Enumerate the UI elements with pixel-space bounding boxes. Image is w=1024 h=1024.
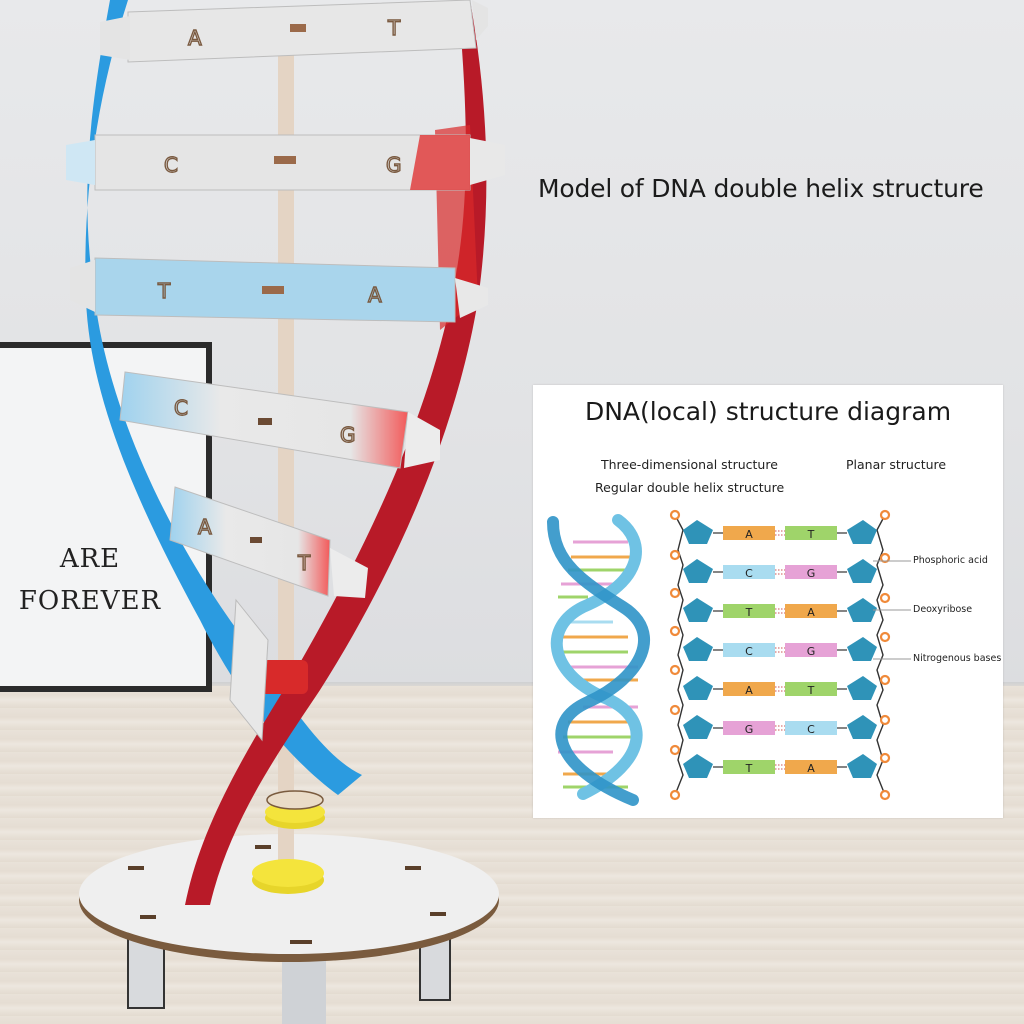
deoxyribose-right-icon [847,637,877,661]
diagram-title: DNA(local) structure diagram [584,397,952,426]
deoxyribose-left-icon [683,559,713,583]
deoxyribose-left-icon [683,598,713,622]
svg-text:A: A [745,528,753,541]
label-nitrogenous-bases: Nitrogenous bases [913,653,1002,664]
base-left [723,565,775,579]
svg-text:T: T [745,762,753,775]
deoxyribose-right-icon [847,598,877,622]
deoxyribose-right-icon [847,676,877,700]
base-right [785,526,837,540]
base-right [785,682,837,696]
model-rung-1-right: T [387,16,401,40]
deoxyribose-left-icon [683,520,713,544]
label-phosphoric-acid: Phosphoric acid [913,555,988,566]
double-helix-illustration [547,514,650,806]
svg-text:T: T [807,528,815,541]
svg-text:G: G [807,567,816,580]
model-rung-4 [119,371,440,469]
model-rung-2-left: C [164,153,178,177]
svg-text:A: A [745,684,753,697]
svg-text:G: G [745,723,754,736]
deoxyribose-left-icon [683,637,713,661]
base-left [723,643,775,657]
dna-structure-diagram-card: DNA(local) structure diagram Three-dimen… [533,385,1003,818]
svg-text:C: C [745,645,753,658]
blue-strand [85,0,362,795]
base-right [785,643,837,657]
subtitle-planar-structure: Planar structure [846,457,947,472]
svg-text:A: A [807,606,815,619]
deoxyribose-right-icon [847,715,877,739]
svg-text:C: C [807,723,815,736]
deoxyribose-left-icon [683,715,713,739]
model-rung-3-right: A [368,283,382,307]
model-rung-1-left: A [188,26,202,50]
poster-line-1: ARE [59,544,121,574]
model-rung-2-right: G [386,153,402,177]
base-right [785,760,837,774]
model-rung-5-right: T [297,551,311,575]
deoxyribose-right-icon [847,559,877,583]
svg-text:G: G [807,645,816,658]
model-rung-2 [66,134,505,191]
base-left [723,760,775,774]
platform-top [79,834,499,954]
model-rung-6 [229,598,269,742]
deoxyribose-left-icon [683,754,713,778]
dna-model: A T C G T A C G A T [66,0,505,1024]
svg-text:T: T [745,606,753,619]
model-rung-5-left: A [198,515,212,539]
base-left [723,682,775,696]
subtitle-3d-structure: Three-dimensional structure [601,457,778,472]
poster-line-2: FOREVER [18,586,162,616]
model-rung-3 [70,257,488,323]
svg-text:T: T [807,684,815,697]
svg-text:A: A [807,762,815,775]
base-left [723,721,775,735]
model-rung-3-left: T [157,279,171,303]
page-heading: Model of DNA double helix structure [538,174,984,203]
model-rung-4-left: C [174,396,188,420]
deoxyribose-right-icon [847,754,877,778]
leg-center [282,960,326,1024]
base-left [723,604,775,618]
model-rung-1 [100,0,488,63]
model-rung-4-right: G [340,423,356,447]
base-right [785,565,837,579]
label-leader-lines [873,560,911,660]
model-rung-5 [169,486,368,598]
svg-text:C: C [745,567,753,580]
base-right [785,604,837,618]
subtitle-regular-helix: Regular double helix structure [595,480,785,495]
base-left [723,526,775,540]
base-right [785,721,837,735]
deoxyribose-left-icon [683,676,713,700]
label-deoxyribose: Deoxyribose [913,604,973,615]
deoxyribose-right-icon [847,520,877,544]
